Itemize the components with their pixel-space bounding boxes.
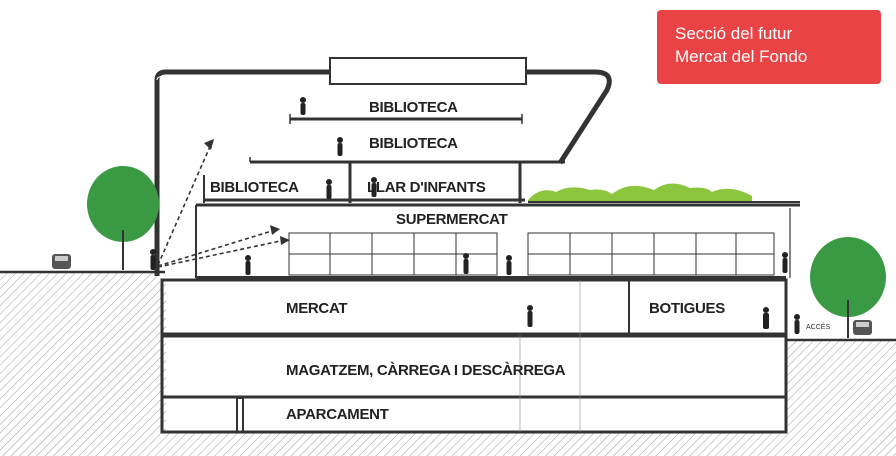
label-supermercat: SUPERMERCAT: [396, 211, 508, 228]
label-access: ACCÉS: [806, 322, 830, 331]
label-aparcament: APARCAMENT: [286, 406, 389, 423]
ground: [0, 270, 896, 456]
arrow-heads: [204, 139, 290, 245]
people-figures: [150, 97, 800, 334]
car-right-icon: [853, 320, 872, 335]
title-line-1: Secció del futur: [675, 24, 793, 43]
label-magatzem: MAGATZEM, CÀRREGA I DESCÀRREGA: [286, 362, 566, 379]
sight-arrows: [157, 141, 286, 268]
upper-levels: [154, 57, 612, 276]
green-roof: [528, 183, 800, 203]
label-mercat: MERCAT: [286, 300, 347, 317]
supermarket-level: [195, 203, 800, 280]
label-llar-infants: LLAR D'INFANTS: [367, 179, 486, 196]
label-biblioteca-mid: BIBLIOTECA: [369, 135, 458, 152]
label-biblioteca-top: BIBLIOTECA: [369, 99, 458, 116]
tree-right: [810, 237, 886, 338]
label-botigues: BOTIGUES: [649, 300, 725, 317]
title-line-2: Mercat del Fondo: [675, 47, 808, 66]
tree-left: [87, 166, 159, 270]
car-left-icon: [52, 254, 71, 269]
label-biblioteca-low: BIBLIOTECA: [210, 179, 299, 196]
section-title-badge: Secció del futur Mercat del Fondo: [657, 10, 881, 84]
